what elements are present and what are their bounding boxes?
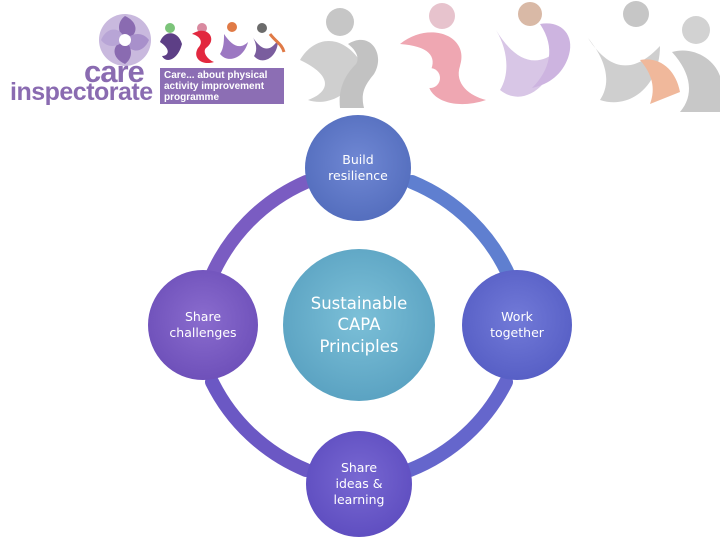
center-line-3: Principles [319, 336, 399, 356]
capa-line-2: activity improvement [164, 81, 265, 92]
logo-care-text: care [84, 54, 145, 89]
arc-left-to-top [203, 175, 313, 287]
node-left-line-2: challenges [169, 325, 237, 340]
node-top-line-2: resilience [328, 168, 388, 183]
node-right-label: Work together [462, 292, 572, 358]
arc-top-to-right [405, 175, 517, 285]
capa-programme-banner: Care... about physical activity improvem… [160, 68, 284, 104]
node-top-label: Build resilience [308, 135, 408, 201]
node-right-line-2: together [490, 325, 544, 340]
center-label: Sustainable CAPA Principles [289, 280, 429, 370]
node-left-circle [148, 270, 258, 380]
center-line-2: CAPA [337, 315, 381, 335]
node-bottom-label: Share ideas & learning [309, 444, 409, 524]
capa-figures-small-icon [160, 22, 286, 64]
node-top-circle [305, 115, 411, 221]
header: care inspectorate Care... about physical… [0, 0, 720, 115]
center-line-1: Sustainable [310, 294, 408, 314]
node-left-label: Share challenges [148, 292, 258, 358]
logo-inspectorate-text: inspectorate [10, 78, 153, 106]
arc-right-to-bottom [403, 375, 513, 477]
node-right-line-1: Work [501, 309, 533, 324]
node-right-circle [462, 270, 572, 380]
node-bottom-circle [306, 431, 412, 537]
node-bottom-line-3: learning [333, 492, 385, 507]
center-circle [283, 249, 435, 401]
node-top-line-1: Build [342, 152, 374, 167]
capa-figures-banner-icon [300, 1, 720, 112]
capa-line-1: Care... about physical [164, 70, 268, 81]
node-bottom-line-2: ideas & [335, 476, 383, 491]
care-inspectorate-logo-mark-icon [99, 14, 151, 66]
node-left-line-1: Share [184, 309, 222, 324]
node-bottom-line-1: Share [340, 460, 378, 475]
arc-bottom-to-left [205, 375, 313, 477]
capa-line-3: programme [164, 92, 220, 103]
